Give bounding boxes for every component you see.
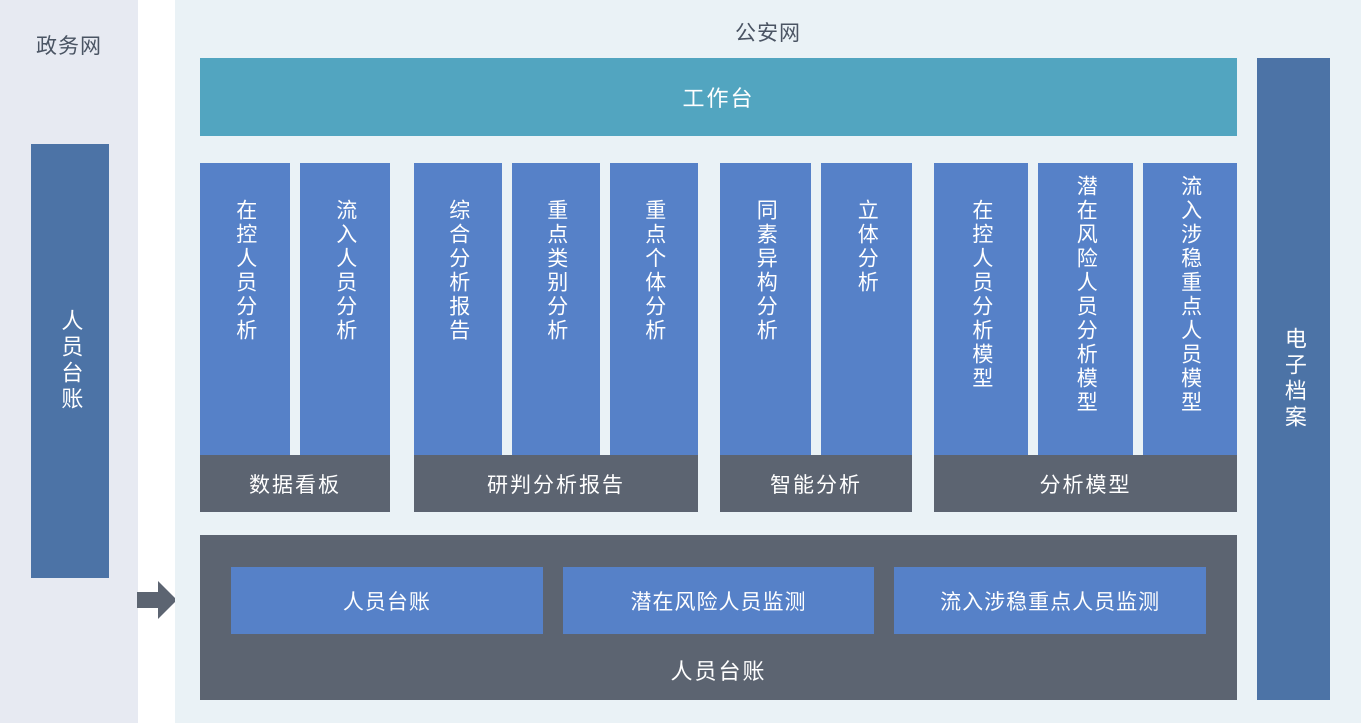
capability-column-label: 重点个体分析: [642, 199, 666, 343]
capability-column[interactable]: 立体分析: [821, 163, 912, 455]
capability-column-list: 综合分析报告 重点类别分析 重点个体分析: [414, 163, 698, 455]
capability-column-label: 立体分析: [855, 199, 879, 295]
capability-column[interactable]: 潜在风险人员分析模型: [1038, 163, 1133, 455]
capability-group: 同素异构分析 立体分析智能分析: [720, 163, 912, 512]
capability-column[interactable]: 在控人员分析: [200, 163, 290, 455]
capability-column-label: 潜在风险人员分析模型: [1074, 175, 1098, 415]
capability-column[interactable]: 综合分析报告: [414, 163, 502, 455]
capability-column-label: 流入人员分析: [333, 199, 357, 343]
government-network-panel: 政务网 人员台账: [0, 0, 138, 723]
government-network-title: 政务网: [36, 35, 102, 58]
workbench-bar[interactable]: 工作台: [200, 58, 1237, 136]
capability-column-list: 在控人员分析模型 潜在风险人员分析模型 流入涉稳重点人员模型: [934, 163, 1237, 455]
capability-column-list: 同素异构分析 立体分析: [720, 163, 912, 455]
personnel-ledger-source-box[interactable]: 人员台账: [31, 144, 109, 578]
capability-column-label: 重点类别分析: [544, 199, 568, 343]
capability-group-footer: 分析模型: [934, 455, 1237, 512]
capability-group-footer: 研判分析报告: [414, 455, 698, 512]
capability-column-label: 在控人员分析: [233, 199, 257, 343]
personnel-ledger-tile[interactable]: 潜在风险人员监测: [562, 567, 875, 634]
capability-column-label: 在控人员分析模型: [969, 199, 993, 391]
capability-column[interactable]: 同素异构分析: [720, 163, 811, 455]
capability-group: 综合分析报告 重点类别分析 重点个体分析研判分析报告: [414, 163, 698, 512]
public-security-network-title: 公安网: [735, 22, 801, 45]
capability-column[interactable]: 流入人员分析: [300, 163, 390, 455]
personnel-ledger-tile[interactable]: 流入涉稳重点人员监测: [894, 567, 1207, 634]
capability-group-footer: 数据看板: [200, 455, 390, 512]
personnel-ledger-panel: 人员台账潜在风险人员监测流入涉稳重点人员监测 人员台账: [200, 535, 1237, 700]
capability-column-label: 流入涉稳重点人员模型: [1178, 175, 1202, 415]
personnel-ledger-caption: 人员台账: [670, 659, 767, 684]
capability-group: 在控人员分析 流入人员分析数据看板: [200, 163, 390, 512]
personnel-ledger-tile[interactable]: 人员台账: [231, 567, 543, 634]
capability-group: 在控人员分析模型 潜在风险人员分析模型 流入涉稳重点人员模型分析模型: [934, 163, 1237, 512]
personnel-ledger-source-label: 人员台账: [58, 309, 84, 413]
capability-column-label: 综合分析报告: [446, 199, 470, 343]
personnel-ledger-tiles: 人员台账潜在风险人员监测流入涉稳重点人员监测: [231, 567, 1207, 634]
electronic-archive-box[interactable]: 电子档案: [1257, 58, 1330, 700]
arrow-right-icon: [137, 581, 177, 619]
capability-group-footer: 智能分析: [720, 455, 912, 512]
capability-column[interactable]: 在控人员分析模型: [934, 163, 1029, 455]
capability-column[interactable]: 流入涉稳重点人员模型: [1142, 163, 1237, 455]
capability-column[interactable]: 重点类别分析: [512, 163, 600, 455]
capability-column-label: 同素异构分析: [754, 199, 778, 343]
capability-column[interactable]: 重点个体分析: [610, 163, 698, 455]
capability-groups: 在控人员分析 流入人员分析数据看板 综合分析报告 重点类别分析 重点个体分析研判分析报告…: [200, 163, 1237, 512]
electronic-archive-label: 电子档案: [1281, 327, 1307, 431]
capability-column-list: 在控人员分析 流入人员分析: [200, 163, 390, 455]
